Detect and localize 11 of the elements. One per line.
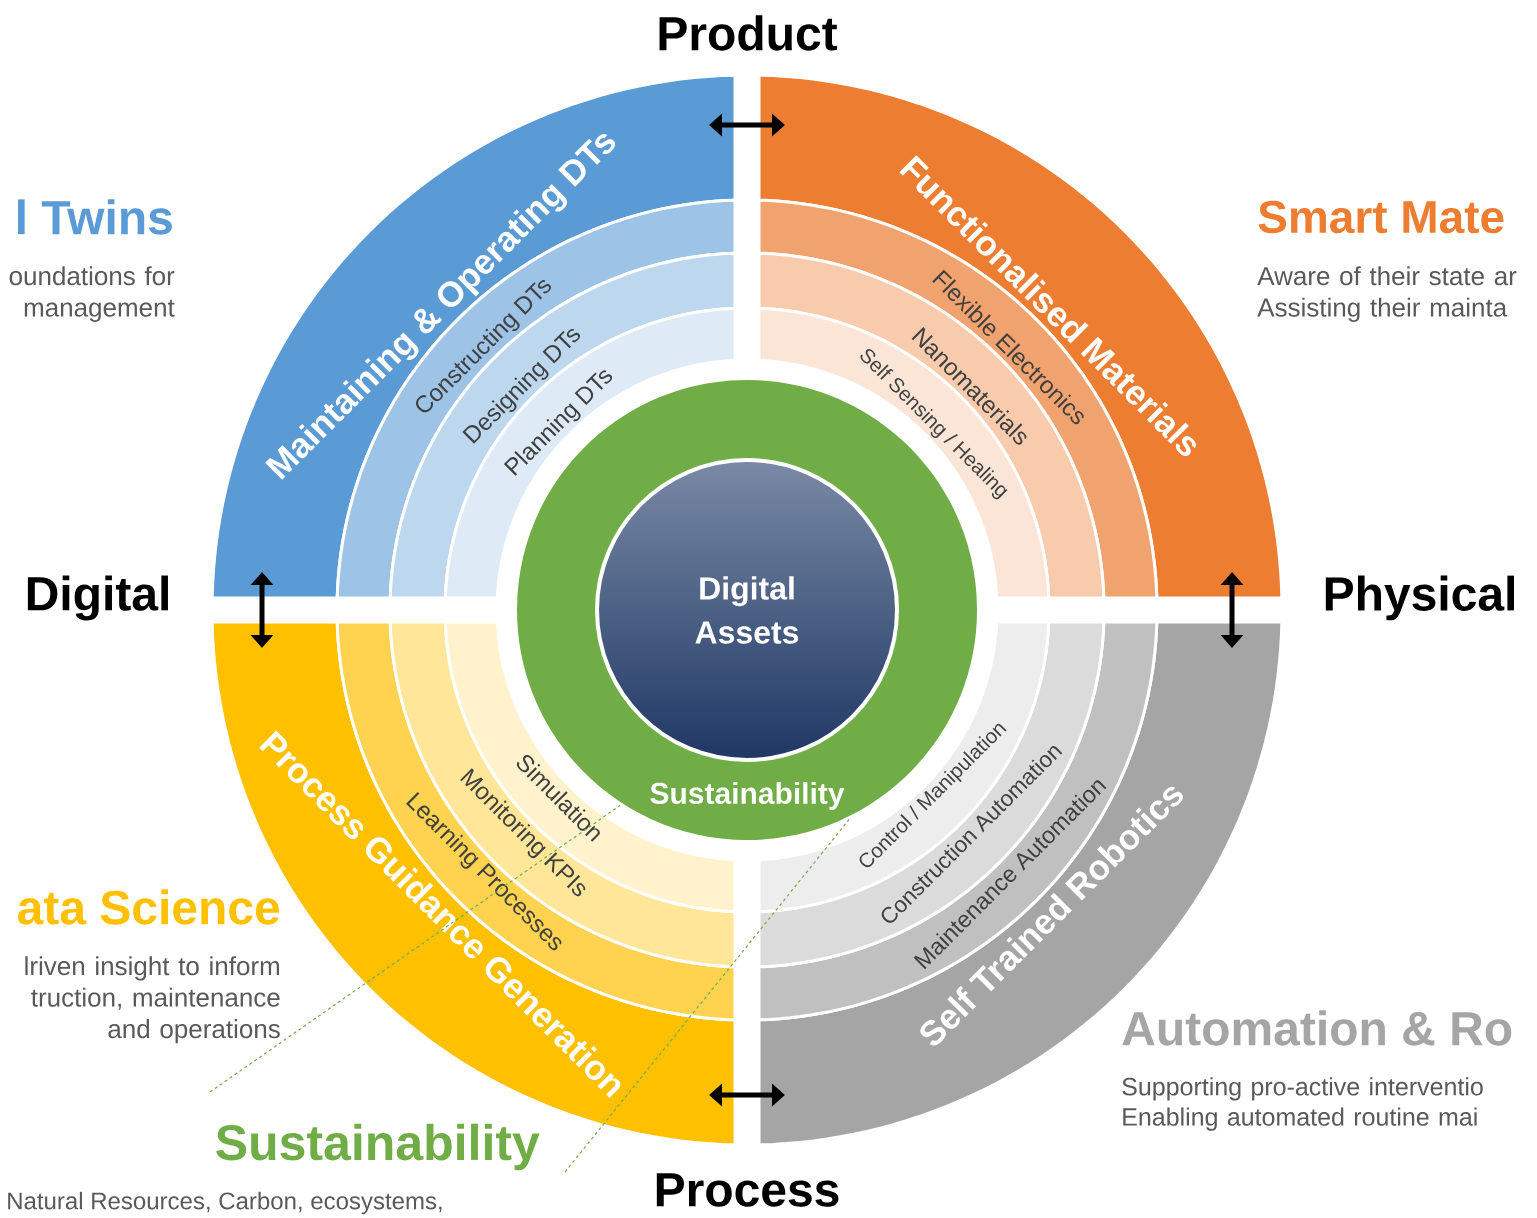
axis-label: Product <box>659 15 838 51</box>
double-arrow <box>709 113 785 137</box>
axis-label: Physical <box>1325 575 1514 621</box>
description: Natural Resources, Carbon, ecosystems, <box>8 1191 442 1215</box>
double-arrow <box>250 572 274 648</box>
leader-line <box>564 818 850 1173</box>
description: oundations for management <box>9 266 175 322</box>
axis-label: Process <box>656 1173 839 1207</box>
double-arrow <box>1220 572 1244 648</box>
axis-label: Digital <box>27 575 168 621</box>
double-arrow <box>709 1083 785 1107</box>
